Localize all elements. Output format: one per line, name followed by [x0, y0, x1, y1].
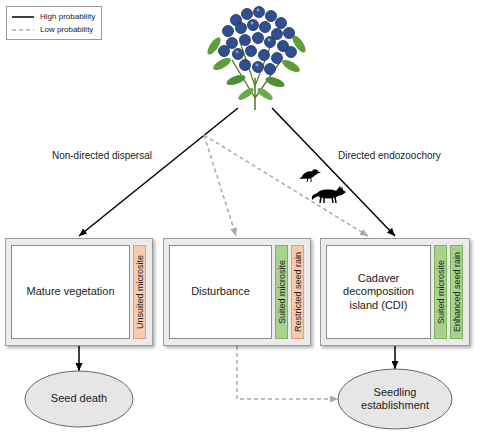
- flow-arrow: [237, 346, 338, 399]
- plant-leaf: [211, 56, 232, 73]
- berry: [254, 7, 265, 18]
- berry: [265, 64, 276, 75]
- legend-row: Low probability: [11, 23, 95, 36]
- dispersal-arrow: [272, 108, 395, 236]
- ellipse-text-holder: Seedling establishment: [337, 368, 453, 430]
- berry: [259, 50, 270, 61]
- berry: [236, 23, 247, 34]
- legend-line-sample: [11, 13, 35, 21]
- berry: [253, 62, 264, 73]
- plant-leaf: [225, 73, 247, 87]
- panel-title: Disturbance: [191, 285, 250, 298]
- ellipse-text-holder: Seed death: [24, 370, 134, 428]
- dispersal-arrow: [204, 135, 236, 236]
- berry: [253, 33, 264, 44]
- strip-label: Restricted seed rain: [293, 252, 302, 332]
- inner-box: Cadaver decomposition island (CDI): [326, 245, 431, 339]
- berry-highlight: [268, 39, 271, 42]
- berry-highlight: [251, 22, 254, 25]
- inner-box: Mature vegetation: [11, 245, 130, 339]
- fox-head: [336, 186, 346, 196]
- outcome-ellipse: Seed death: [24, 370, 134, 428]
- legend-line: [12, 16, 34, 18]
- strip-label: Suited microsite: [436, 260, 445, 324]
- microsite-strip: Suited microsite: [275, 245, 288, 339]
- berry-highlight: [256, 64, 259, 67]
- microsite-strip: Suited microsite: [434, 245, 447, 339]
- berry: [276, 18, 287, 29]
- plant-leaf: [280, 58, 301, 75]
- berry: [219, 46, 230, 57]
- plant-leaf: [256, 86, 275, 102]
- fox-tail: [312, 193, 320, 200]
- berry: [246, 46, 257, 57]
- bird-silhouette: [299, 169, 321, 182]
- berry-highlight: [257, 9, 260, 12]
- outcome-label: Seedling establishment: [352, 386, 438, 412]
- berry: [265, 37, 276, 48]
- berry: [223, 26, 234, 37]
- dispersal-label: Directed endozoochory: [338, 150, 441, 161]
- blueberry-plant: [205, 7, 308, 111]
- outcome-label: Seed death: [39, 392, 119, 405]
- berry: [248, 20, 259, 31]
- plant-leaf: [237, 86, 256, 102]
- bird-head: [312, 169, 318, 175]
- microsite-strip: Unsuited microsite: [133, 245, 146, 339]
- outcome-ellipse: Seedling establishment: [337, 368, 453, 430]
- microsite-strip: Enhanced seed rain: [450, 245, 463, 339]
- fox-legs: [320, 197, 336, 203]
- legend-line: [12, 29, 34, 31]
- inner-box: Disturbance: [169, 245, 272, 339]
- berry-highlight: [236, 51, 239, 54]
- legend-box: High probabilityLow probability: [6, 6, 102, 40]
- berry: [284, 28, 295, 39]
- habitat-panel: Disturbance Suited microsite Restricted se…: [163, 238, 311, 346]
- berry: [233, 49, 244, 60]
- bird-legs: [307, 178, 311, 182]
- habitat-panel: Cadaver decomposition island (CDI) Suited…: [320, 238, 470, 346]
- bird-beak: [317, 171, 321, 174]
- dispersal-label: Non-directed dispersal: [52, 150, 152, 161]
- microsite-strip: Restricted seed rain: [291, 245, 304, 339]
- ellipse-shape: [25, 371, 133, 427]
- legend-text: High probability: [40, 12, 95, 21]
- berry: [240, 35, 251, 46]
- flow-arrow: [394, 346, 396, 369]
- legend-line-sample: [11, 26, 35, 34]
- panel-title: Mature vegetation: [26, 285, 114, 298]
- bird-tail: [299, 175, 304, 179]
- flow-arrow: [78, 346, 80, 371]
- berry: [242, 9, 253, 20]
- strip-label: Enhanced seed rain: [452, 252, 461, 332]
- plant-leaf: [264, 75, 286, 89]
- panel-title: Cadaver decomposition island (CDI): [331, 272, 426, 312]
- habitat-panel: Mature vegetation Unsuited microsite: [5, 238, 153, 346]
- ellipse-shape: [338, 369, 452, 429]
- strip-label: Unsuited microsite: [135, 255, 144, 329]
- strip-label: Suited microsite: [277, 260, 286, 324]
- dispersal-arrows: [79, 108, 395, 236]
- berry: [266, 11, 277, 22]
- berry: [240, 60, 251, 71]
- berry: [260, 22, 271, 33]
- berry: [286, 47, 297, 58]
- dispersal-arrow: [79, 108, 238, 236]
- legend-text: Low probability: [40, 25, 93, 34]
- fox-silhouette: [312, 186, 346, 203]
- legend-row: High probability: [11, 10, 95, 23]
- berry: [272, 53, 283, 64]
